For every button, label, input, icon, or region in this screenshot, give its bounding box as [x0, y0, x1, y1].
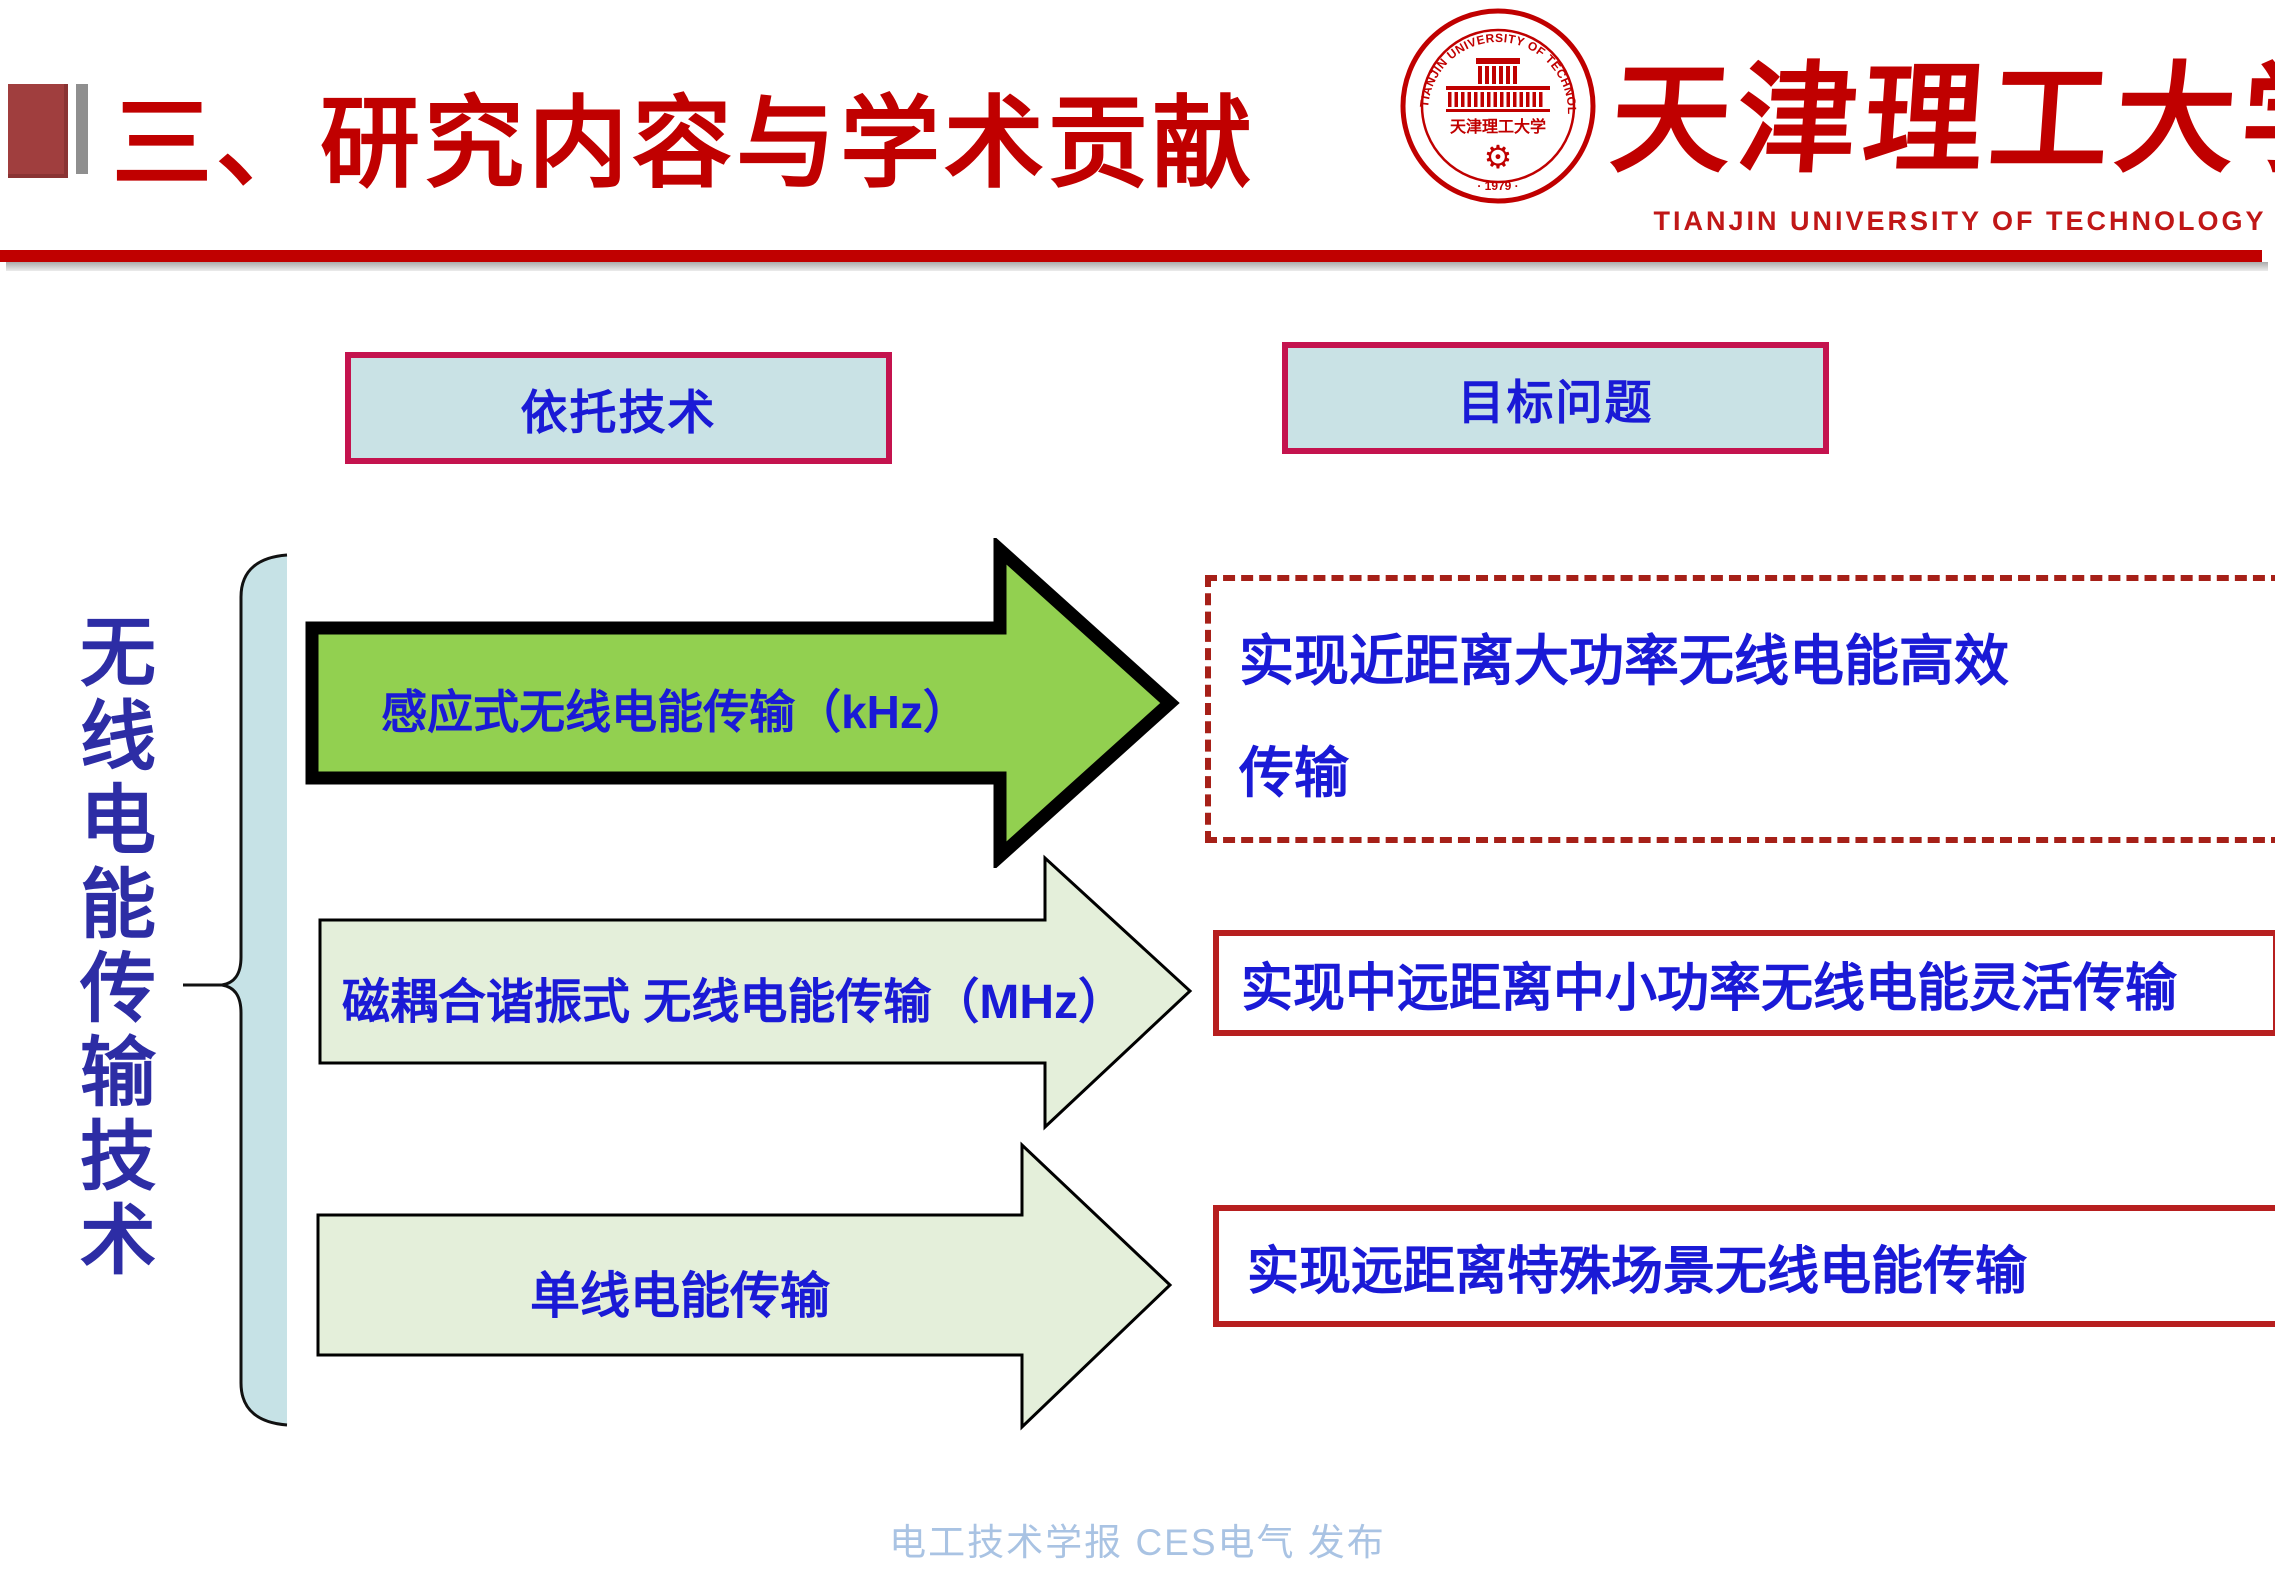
title-divider-line	[0, 250, 2262, 262]
category-label-vertical: 无线电能传输技术	[67, 612, 156, 1284]
goal-box-near-field-line1: 实现近距离大功率无线电能高效	[1239, 630, 2010, 692]
goal-box-long-range: 实现远距离特殊场景无线电能传输	[1213, 1205, 2275, 1327]
page-title: 三、研究内容与学术贡献	[112, 88, 1256, 200]
arrow-single-wire-wpt	[316, 1141, 1173, 1431]
goal-box-mid-range: 实现中远距离中小功率无线电能灵活传输	[1213, 930, 2275, 1036]
seal-gear-icon: ⚙	[1484, 139, 1513, 175]
university-name-english: TIANJIN UNIVERSITY OF TECHNOLOGY	[1653, 206, 2267, 236]
goal-box-near-field-line2: 传输	[1239, 742, 1350, 804]
goal-box-mid-range-text: 实现中远距离中小功率无线电能灵活传输	[1241, 959, 2178, 1018]
arrow-resonant-wpt	[318, 854, 1193, 1131]
column-header-target: 目标问题	[1282, 342, 1829, 454]
column-header-target-label: 目标问题	[1457, 375, 1654, 429]
university-name-calligraphy: 天津理工大学	[1606, 49, 2275, 190]
arrow-resonant-wpt-label: 磁耦合谐振式 无线电能传输（MHz）	[342, 976, 1126, 1029]
column-header-technology-label: 依托技术	[520, 385, 717, 439]
title-bullet-bar	[76, 84, 88, 174]
footer-credit: 电工技术学报 CES电气 发布	[889, 1522, 1386, 1563]
seal-building-icon	[1446, 58, 1550, 112]
arrow-inductive-wpt-label: 感应式无线电能传输（kHz）	[381, 686, 969, 738]
title-bullet-square	[8, 84, 68, 178]
column-header-technology: 依托技术	[345, 352, 892, 464]
seal-year: · 1979 ·	[1477, 179, 1518, 193]
university-seal-icon: TIANJIN UNIVERSITY OF TECHNOLOGY 天津理工大学 …	[1398, 6, 1596, 204]
arrow-inductive-wpt	[305, 538, 1180, 868]
brace-shape	[183, 553, 288, 1427]
seal-chinese-name: 天津理工大学	[1450, 117, 1546, 136]
goal-box-near-field: 实现近距离大功率无线电能高效 传输	[1205, 575, 2275, 843]
arrow-single-wire-wpt-label: 单线电能传输	[530, 1268, 830, 1324]
goal-box-long-range-text: 实现远距离特殊场景无线电能传输	[1247, 1242, 2028, 1301]
title-divider-shadow	[6, 262, 2268, 271]
